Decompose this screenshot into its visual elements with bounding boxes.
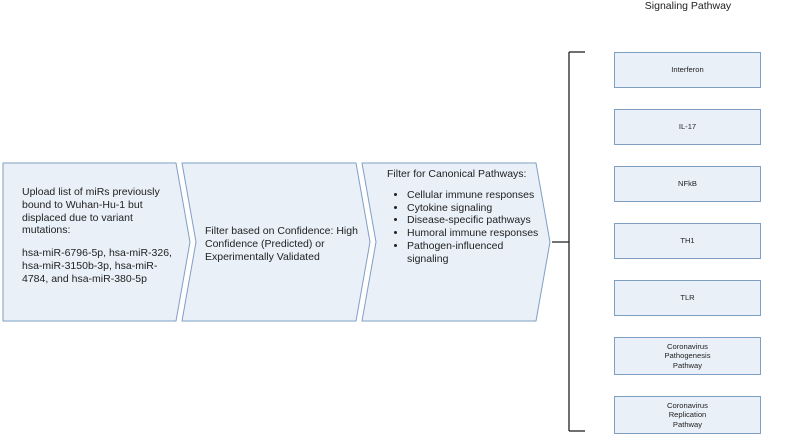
step3-list-item: Pathogen-influenced signaling xyxy=(407,240,547,266)
step3-text: Filter for Canonical Pathways: Cellular … xyxy=(387,168,547,266)
step2-text: Filter based on Confidence: High Confide… xyxy=(205,225,358,263)
step1-intro: Upload list of miRs previously bound to … xyxy=(22,186,160,237)
step2-chevron xyxy=(181,162,371,322)
signaling-pathway-header: Signaling Pathway xyxy=(644,0,732,12)
step1-text: Upload list of miRs previously bound to … xyxy=(22,186,180,286)
step3-list-item: Disease-specific pathways xyxy=(407,214,547,227)
step3-chevron xyxy=(361,162,551,322)
pathway-box-tlr: TLR xyxy=(614,280,761,316)
pathway-box-coronavirus-replication: Coronavirus Replication Pathway xyxy=(614,396,761,434)
step3-list-item: Humoral immune responses xyxy=(407,227,547,240)
step1-mir-list: hsa-miR-6796-5p, hsa-miR-326, hsa-miR-31… xyxy=(22,247,172,285)
step3-list-item: Cytokine signaling xyxy=(407,202,547,215)
step3-title: Filter for Canonical Pathways: xyxy=(387,168,527,180)
pathway-box-nfkb: NFkB xyxy=(614,166,761,202)
pathway-box-th1: TH1 xyxy=(614,223,761,259)
step1-chevron xyxy=(2,162,191,322)
pathway-box-interferon: Interferon xyxy=(614,52,761,88)
step3-list-item: Cellular immune responses xyxy=(407,189,547,202)
pathway-box-il17: IL-17 xyxy=(614,109,761,145)
pathway-box-coronavirus-pathogenesis: Coronavirus Pathogenesis Pathway xyxy=(614,337,761,375)
step3-pathway-list: Cellular immune responses Cytokine signa… xyxy=(387,189,547,266)
